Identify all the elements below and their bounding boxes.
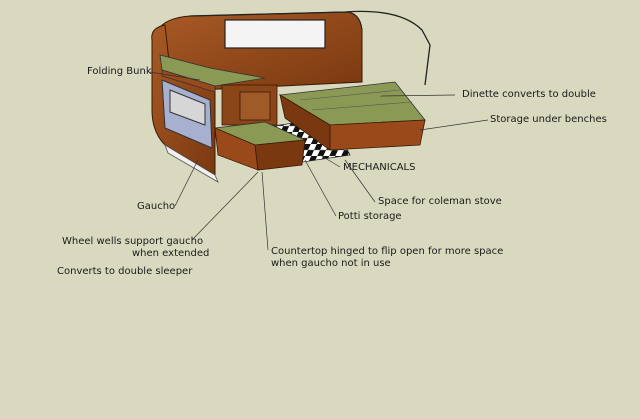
leader-dinette [379,94,456,97]
roof-outline [189,10,431,86]
label-storage: Storage under benches [490,114,607,125]
leader-potti [304,159,337,217]
leader-lines [149,71,489,251]
leader-wheel-wells [191,171,259,241]
leader-folding-bunk [149,71,201,81]
label-folding-bunk: Folding Bunk [87,66,152,77]
label-dinette: Dinette converts to double [462,89,596,100]
rear-window [224,19,326,49]
label-gaucho: Gaucho [137,201,176,212]
leader-storage [419,119,489,131]
folding-bunk [159,54,266,93]
label-mechanicals: MECHANICALS [343,162,416,173]
label-coleman: Space for coleman stove [378,196,502,207]
dinette [278,81,426,151]
label-converts: Converts to double sleeper [57,266,193,277]
interior-cabinets [221,84,278,126]
label-countertop-2: when gaucho not in use [271,258,391,269]
label-wheel-wells-2: when extended [132,248,210,259]
label-potti: Potti storage [338,211,402,222]
leader-coleman [344,159,376,203]
label-countertop-1: Countertop hinged to flip open for more … [271,246,504,257]
leader-gaucho [174,159,199,207]
leader-mechanicals [319,154,341,168]
side-window [169,89,206,126]
label-wheel-wells-1: Wheel wells support gaucho [62,236,204,247]
gaucho-bench [213,121,307,171]
leader-countertop [261,171,269,251]
dinette-storage-box [329,119,426,151]
